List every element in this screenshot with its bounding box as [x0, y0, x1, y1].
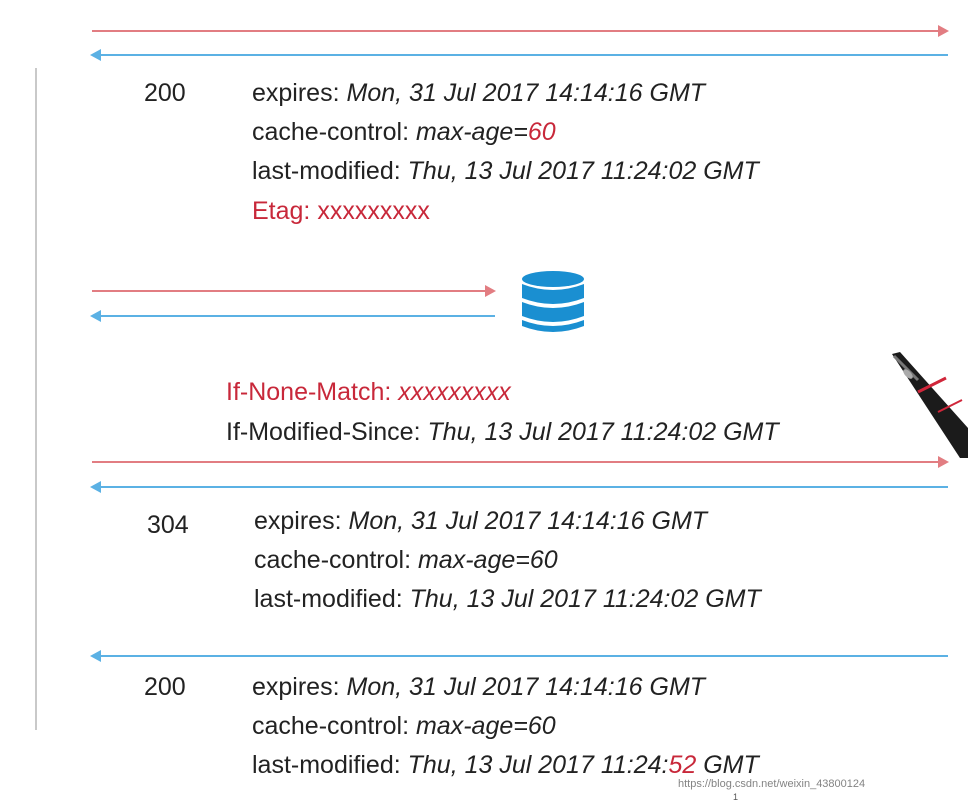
last-modified-label: last-modified: [252, 157, 401, 185]
expires-header-3: expires: Mon, 31 Jul 2017 14:14:16 GMT [252, 673, 705, 702]
timeline-line [35, 68, 37, 730]
cache-control-value: max-age=60 [417, 546, 558, 574]
if-none-match-value: xxxxxxxxx [398, 378, 511, 406]
cache-control-header-2: cache-control: max-age=60 [254, 546, 558, 575]
cache-control-value: max-age= [415, 118, 528, 146]
database-icon [522, 271, 584, 332]
etag-header: Etag: xxxxxxxxx [252, 197, 430, 226]
etag-label: Etag: [252, 197, 311, 225]
if-modified-since-value: Thu, 13 Jul 2017 11:24:02 GMT [427, 418, 779, 446]
watermark: https://blog.csdn.net/weixin_43800124 [678, 778, 866, 790]
cache-control-header-3: cache-control: max-age=60 [252, 712, 556, 741]
response-arrow-3 [90, 481, 948, 493]
expires-value: Mon, 31 Jul 2017 14:14:16 GMT [348, 507, 708, 535]
last-modified-label: last-modified: [254, 585, 403, 613]
expires-label: expires: [254, 507, 342, 535]
request-arrow-1 [92, 25, 949, 37]
last-modified-header-3: last-modified: Thu, 13 Jul 2017 11:24:52… [252, 751, 759, 780]
request-arrow-3 [92, 456, 949, 468]
request-arrow-2 [92, 285, 496, 297]
last-modified-label: last-modified: [252, 751, 401, 779]
cache-control-header-1: cache-control: max-age=60 [252, 118, 556, 147]
last-modified-header-2: last-modified: Thu, 13 Jul 2017 11:24:02… [254, 585, 761, 614]
if-none-match-header: If-None-Match: xxxxxxxxx [226, 378, 511, 407]
response-arrow-1 [90, 49, 948, 61]
last-modified-seconds: 52 [668, 751, 697, 779]
expires-value: Mon, 31 Jul 2017 14:14:16 GMT [346, 673, 706, 701]
last-modified-value: Thu, 13 Jul 2017 11:24:02 GMT [407, 157, 759, 185]
page-number: 1 [733, 792, 739, 802]
status-code-2: 304 [147, 511, 189, 539]
etag-value: xxxxxxxxx [317, 197, 430, 225]
cache-control-label: cache-control: [252, 712, 410, 740]
last-modified-header-1: last-modified: Thu, 13 Jul 2017 11:24:02… [252, 157, 759, 186]
pen-icon [892, 352, 968, 458]
expires-header-1: expires: Mon, 31 Jul 2017 14:14:16 GMT [252, 79, 705, 108]
if-modified-since-header: If-Modified-Since: Thu, 13 Jul 2017 11:2… [226, 418, 779, 447]
expires-label: expires: [252, 79, 340, 107]
expires-value: Mon, 31 Jul 2017 14:14:16 GMT [346, 79, 706, 107]
expires-header-2: expires: Mon, 31 Jul 2017 14:14:16 GMT [254, 507, 707, 536]
cache-control-value: max-age=60 [415, 712, 556, 740]
cache-control-label: cache-control: [252, 118, 410, 146]
status-code-1: 200 [144, 79, 186, 107]
if-none-match-label: If-None-Match: [226, 378, 392, 406]
response-arrow-4 [90, 650, 948, 662]
cache-control-label: cache-control: [254, 546, 412, 574]
last-modified-suffix: GMT [696, 751, 759, 779]
last-modified-value: Thu, 13 Jul 2017 11:24:02 GMT [409, 585, 761, 613]
expires-label: expires: [252, 673, 340, 701]
if-modified-since-label: If-Modified-Since: [226, 418, 421, 446]
max-age-number: 60 [527, 118, 556, 146]
last-modified-value: Thu, 13 Jul 2017 11:24:52 GMT [408, 751, 759, 779]
status-code-3: 200 [144, 673, 186, 701]
last-modified-value-prefix: Thu, 13 Jul 2017 11:24: [407, 751, 669, 779]
response-arrow-2 [90, 310, 495, 322]
